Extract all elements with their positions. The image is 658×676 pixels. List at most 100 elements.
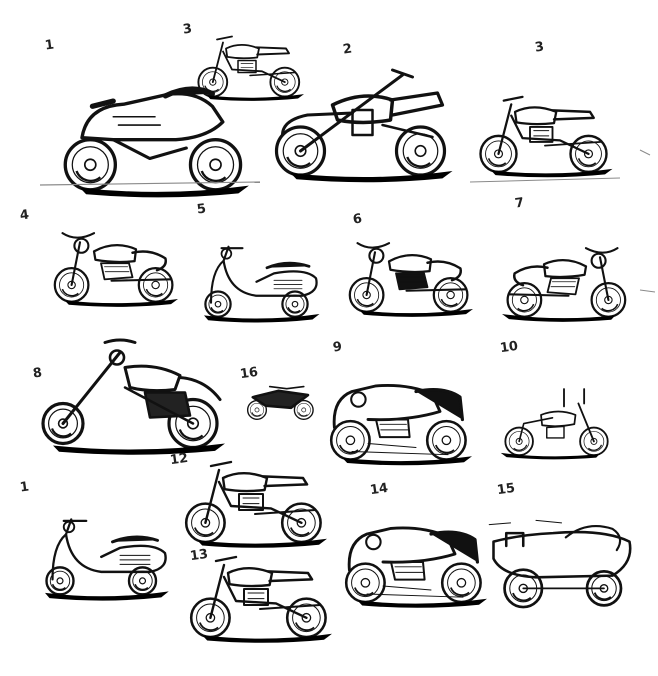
engine-fins bbox=[247, 592, 265, 600]
sketch-number: 10 bbox=[499, 338, 520, 357]
rear-wheel-rim bbox=[438, 282, 464, 308]
rear-wheel-hub bbox=[456, 577, 467, 588]
front-wheel-tread bbox=[512, 592, 532, 602]
fuel-tank bbox=[226, 567, 274, 588]
sketch-number: 4 bbox=[19, 207, 31, 224]
front-wheel-tread bbox=[356, 298, 374, 307]
exhaust bbox=[249, 71, 296, 77]
exhaust bbox=[254, 509, 317, 516]
bike-group bbox=[204, 245, 320, 323]
exhaust bbox=[507, 293, 570, 297]
rear-wheel-tread bbox=[435, 444, 455, 454]
sketch-drawing bbox=[348, 242, 473, 317]
engine-block bbox=[375, 418, 411, 439]
swingarm-exhaust bbox=[111, 138, 188, 161]
engine-block bbox=[546, 425, 565, 439]
ground-shadow bbox=[500, 452, 600, 460]
sketch-drawing bbox=[184, 460, 327, 548]
ground-shadow bbox=[79, 185, 249, 198]
rear-wheel-hub bbox=[583, 149, 594, 159]
bike-group bbox=[45, 518, 169, 601]
long-fork bbox=[61, 338, 137, 425]
bike-group bbox=[348, 242, 473, 317]
rear-wheel-rim bbox=[285, 294, 305, 314]
bike-group bbox=[184, 460, 327, 548]
rear-wheel-tread bbox=[593, 592, 612, 601]
rear-wheel-rim bbox=[447, 568, 476, 598]
front-wheel-tread bbox=[286, 156, 311, 168]
sketch-number: 16 bbox=[239, 364, 260, 383]
ground-shadow bbox=[491, 168, 613, 178]
front-wheel-rim bbox=[595, 287, 621, 313]
sketch-drawing bbox=[197, 35, 304, 101]
engine-block bbox=[143, 391, 192, 419]
engine-block bbox=[237, 59, 257, 74]
sketch-drawing bbox=[45, 518, 169, 601]
fuel-tank bbox=[225, 44, 260, 60]
front-wheel-tread bbox=[204, 85, 219, 92]
front-wheel-rim bbox=[208, 294, 228, 314]
rear-fender bbox=[426, 260, 462, 282]
sketch-number: 12 bbox=[169, 450, 190, 469]
cafe-seat bbox=[388, 91, 445, 117]
fork-handlebar bbox=[299, 68, 414, 153]
rear-wheel-rim bbox=[196, 146, 235, 184]
ground-shadow bbox=[206, 94, 304, 101]
rear-wheel bbox=[293, 399, 314, 420]
fuel-tank bbox=[513, 106, 558, 126]
pencil-stroke bbox=[639, 289, 656, 293]
bike-group bbox=[344, 526, 487, 608]
rear-fender bbox=[429, 530, 480, 564]
front-wheel-tread bbox=[251, 412, 262, 417]
rear-wheel-tread bbox=[290, 527, 310, 536]
exhaust bbox=[544, 140, 603, 147]
sketch-number: 13 bbox=[189, 546, 210, 565]
mini-frame bbox=[251, 389, 310, 410]
fork-handlebar bbox=[61, 232, 96, 286]
headlight-icon bbox=[73, 237, 90, 254]
ground-shadow bbox=[290, 171, 453, 183]
fork-handlebar bbox=[356, 242, 391, 296]
rear-wheel-tread bbox=[440, 298, 458, 307]
front-wheel bbox=[41, 401, 85, 446]
speed-lines bbox=[351, 443, 449, 456]
bobber-shroud bbox=[347, 526, 457, 572]
windscreen bbox=[504, 531, 525, 548]
front-wheel-tread bbox=[587, 444, 603, 451]
engine-fins bbox=[379, 423, 409, 431]
front-wheel-tread bbox=[51, 583, 66, 591]
front-wheel-tread bbox=[339, 444, 359, 454]
engine-block bbox=[351, 108, 374, 137]
rear-fender bbox=[414, 388, 465, 422]
sketch-number: 5 bbox=[196, 201, 208, 218]
side-vents bbox=[119, 554, 151, 565]
rear-wheel-tread bbox=[145, 288, 163, 297]
front-wheel-rim bbox=[250, 402, 264, 417]
speed-lines bbox=[366, 585, 464, 598]
sketch-drawing bbox=[41, 338, 225, 455]
engine-block bbox=[243, 588, 270, 607]
front-wheel-tread bbox=[61, 288, 79, 297]
sketch-scooter bbox=[30, 465, 180, 635]
front-wheel-tread bbox=[194, 527, 214, 536]
sketch-number: 6 bbox=[352, 211, 364, 228]
frame bbox=[518, 417, 554, 443]
sketch-drawing bbox=[502, 247, 627, 322]
sketch-drawing bbox=[204, 245, 320, 323]
sketch-number: 3 bbox=[182, 21, 194, 38]
front-wheel-rim bbox=[583, 431, 605, 452]
rear-wheel-tread bbox=[513, 444, 528, 451]
rider-seat bbox=[564, 525, 622, 552]
ape-hanger bbox=[563, 388, 595, 443]
ground-shadow bbox=[53, 443, 225, 455]
sketch-cruiser bbox=[45, 195, 185, 325]
exhaust bbox=[381, 123, 434, 139]
headlight-icon bbox=[220, 247, 233, 260]
engine-fins bbox=[399, 276, 425, 283]
sketch-standard bbox=[175, 445, 335, 548]
sketch-custom bbox=[340, 205, 480, 335]
bike-group bbox=[274, 68, 453, 183]
front-wheel-hub bbox=[214, 300, 222, 308]
sketch-drawing bbox=[189, 555, 332, 643]
